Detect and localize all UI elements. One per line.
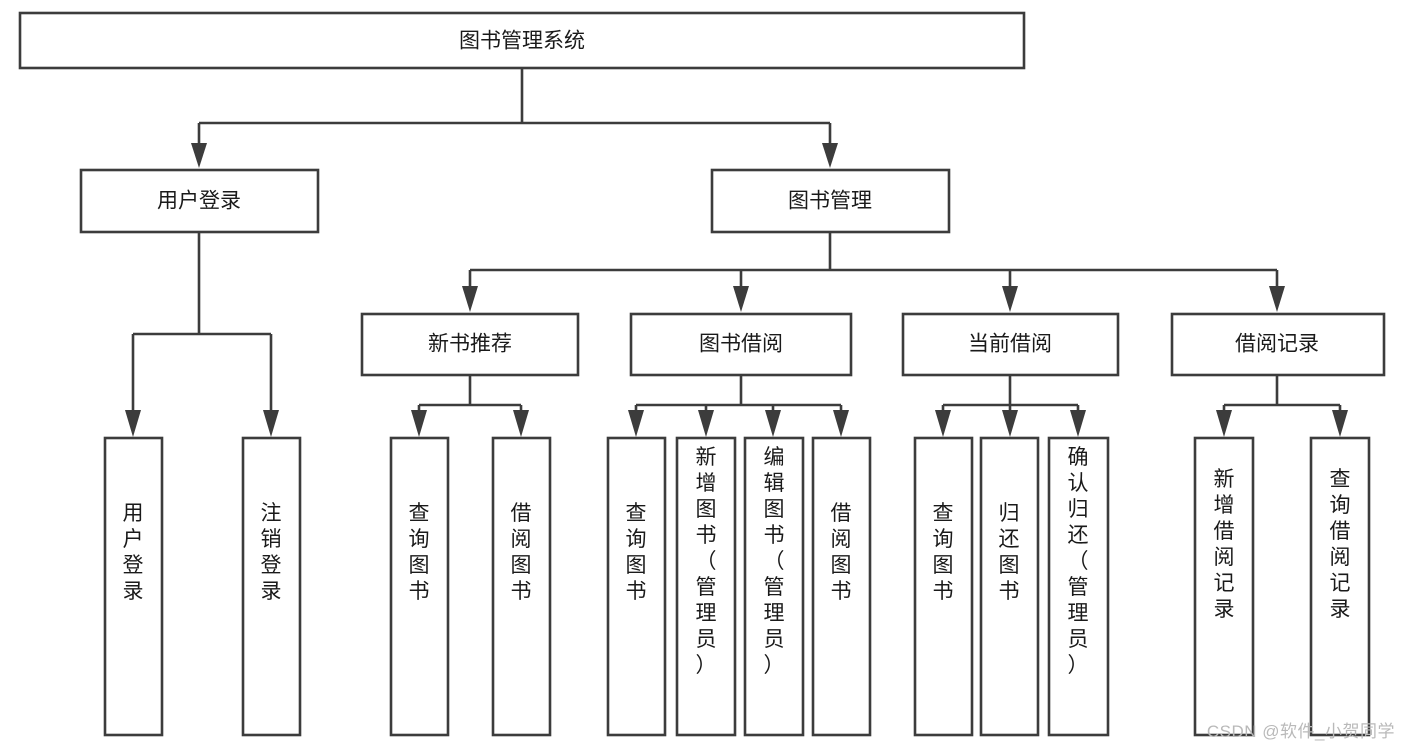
arrow-head-current-borrow <box>1002 286 1018 312</box>
node-book-manage[interactable]: 图书管理 <box>710 168 951 234</box>
node-leaf-add-record-label: 新增借阅记录 <box>1214 468 1235 621</box>
node-leaf-borrow-book-1[interactable]: 借阅图书 <box>491 436 552 737</box>
node-leaf-borrow-book-2[interactable]: 借阅图书 <box>811 436 872 737</box>
arrow-head-leaf-query-book-3 <box>935 410 951 437</box>
node-leaf-return-book-box[interactable] <box>979 436 1040 737</box>
node-book-borrow-label: 图书借阅 <box>699 333 783 356</box>
node-leaf-user-logout-box[interactable] <box>241 436 302 737</box>
node-leaf-edit-book-box[interactable] <box>743 436 805 737</box>
arrow-head-leaf-user-login <box>125 410 141 437</box>
node-leaf-query-book-2-box[interactable] <box>606 436 667 737</box>
node-leaf-return-book[interactable]: 归还图书 <box>979 436 1040 737</box>
arrow-head-borrow-record <box>1269 286 1285 312</box>
arrow-head-leaf-add-book <box>698 410 714 437</box>
node-root-label: 图书管理系统 <box>459 30 585 53</box>
node-leaf-borrow-book-2-label: 借阅图书 <box>831 502 852 603</box>
node-book-manage-label: 图书管理 <box>788 190 872 213</box>
node-leaf-add-book-box[interactable] <box>675 436 737 737</box>
node-leaf-user-logout[interactable]: 注销登录 <box>241 436 302 737</box>
node-leaf-query-book-1-label: 查询图书 <box>409 502 430 603</box>
node-root-box[interactable] <box>18 11 1026 70</box>
arrow-head-leaf-borrow-book-2 <box>833 410 849 437</box>
node-leaf-query-book-1[interactable]: 查询图书 <box>389 436 450 737</box>
node-book-manage-box[interactable] <box>710 168 951 234</box>
arrow-head-book-borrow <box>733 286 749 312</box>
node-leaf-borrow-book-1-box[interactable] <box>491 436 552 737</box>
node-leaf-borrow-book-1-label: 借阅图书 <box>511 502 532 603</box>
arrow-head-leaf-confirm-return <box>1070 410 1086 437</box>
node-current-borrow-box[interactable] <box>901 312 1120 377</box>
arrow-head-new-book-recommend <box>462 286 478 312</box>
node-leaf-confirm-return[interactable]: 确认归还（管理员） <box>1047 436 1110 737</box>
node-current-borrow-label: 当前借阅 <box>968 333 1052 356</box>
node-current-borrow[interactable]: 当前借阅 <box>901 312 1120 377</box>
node-book-borrow[interactable]: 图书借阅 <box>629 312 853 377</box>
node-leaf-query-book-3-box[interactable] <box>913 436 974 737</box>
node-leaf-add-record[interactable]: 新增借阅记录 <box>1193 436 1255 737</box>
node-book-borrow-box[interactable] <box>629 312 853 377</box>
arrow-head-leaf-user-logout <box>263 410 279 437</box>
node-leaf-user-login-label: 用户登录 <box>123 502 144 603</box>
node-leaf-user-login-box[interactable] <box>103 436 164 737</box>
node-leaf-edit-book-label: 编辑图书（管理员） <box>764 446 785 677</box>
arrow-head-book-manage <box>822 143 838 168</box>
node-leaf-query-record-label: 查询借阅记录 <box>1330 468 1351 621</box>
node-leaf-confirm-return-label: 确认归还（管理员） <box>1068 446 1089 677</box>
node-leaf-query-book-2-label: 查询图书 <box>626 502 647 603</box>
node-leaf-query-book-2[interactable]: 查询图书 <box>606 436 667 737</box>
arrow-head-leaf-query-book-2 <box>628 410 644 437</box>
connector-layer <box>125 68 1348 437</box>
node-leaf-query-record[interactable]: 查询借阅记录 <box>1309 436 1371 737</box>
arrow-head-user-login <box>191 143 207 168</box>
node-leaf-edit-book[interactable]: 编辑图书（管理员） <box>743 436 805 737</box>
node-leaf-query-record-box[interactable] <box>1309 436 1371 737</box>
node-leaf-add-book[interactable]: 新增图书（管理员） <box>675 436 737 737</box>
node-leaf-return-book-label: 归还图书 <box>999 502 1020 603</box>
node-leaf-confirm-return-box[interactable] <box>1047 436 1110 737</box>
arrow-head-leaf-query-book-1 <box>411 410 427 437</box>
node-leaf-user-login[interactable]: 用户登录 <box>103 436 164 737</box>
arrow-head-leaf-return-book <box>1002 410 1018 437</box>
node-leaf-query-book-3-label: 查询图书 <box>933 502 954 603</box>
node-new-book-recommend-box[interactable] <box>360 312 580 377</box>
node-borrow-record-label: 借阅记录 <box>1235 333 1319 356</box>
arrow-head-leaf-edit-book <box>765 410 781 437</box>
node-leaf-add-record-box[interactable] <box>1193 436 1255 737</box>
arrow-head-leaf-borrow-book-1 <box>513 410 529 437</box>
node-root[interactable]: 图书管理系统 <box>18 11 1026 70</box>
node-leaf-user-logout-label: 注销登录 <box>261 502 282 603</box>
csdn-watermark: CSDN @软件_小贺同学 <box>1206 722 1395 741</box>
node-new-book-recommend-label: 新书推荐 <box>428 333 512 356</box>
arrow-head-leaf-add-record <box>1216 410 1232 437</box>
node-user-login-label: 用户登录 <box>157 190 241 213</box>
node-new-book-recommend[interactable]: 新书推荐 <box>360 312 580 377</box>
arrow-head-leaf-query-record <box>1332 410 1348 437</box>
node-leaf-query-book-1-box[interactable] <box>389 436 450 737</box>
node-leaf-query-book-3[interactable]: 查询图书 <box>913 436 974 737</box>
node-user-login-box[interactable] <box>79 168 320 234</box>
node-user-login[interactable]: 用户登录 <box>79 168 320 234</box>
node-borrow-record[interactable]: 借阅记录 <box>1170 312 1386 377</box>
node-borrow-record-box[interactable] <box>1170 312 1386 377</box>
node-leaf-add-book-label: 新增图书（管理员） <box>696 446 717 677</box>
node-leaf-borrow-book-2-box[interactable] <box>811 436 872 737</box>
